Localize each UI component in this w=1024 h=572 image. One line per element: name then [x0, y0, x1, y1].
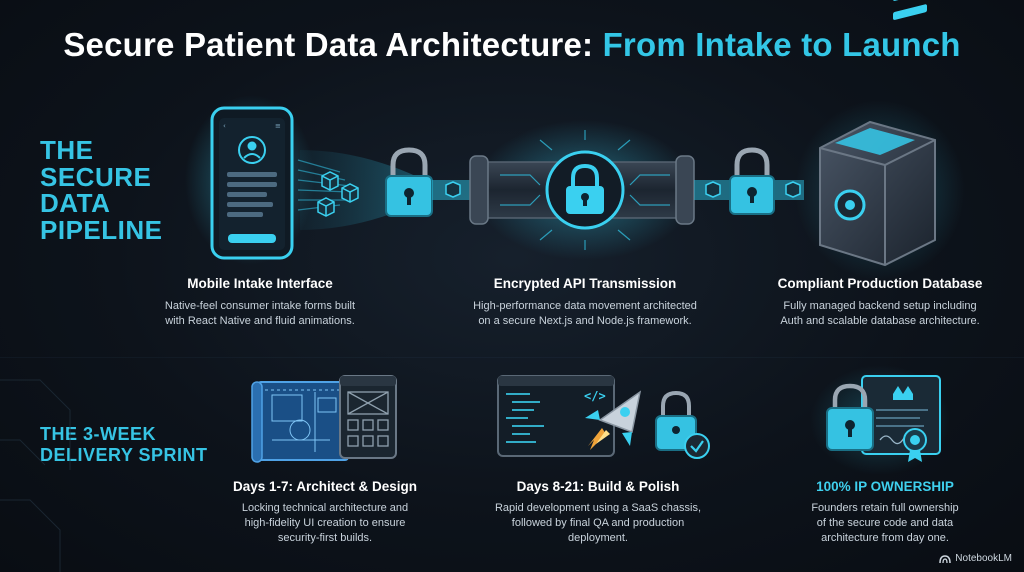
certificate-lock-icon: [810, 365, 950, 475]
mobile-phone-icon: ‹ ≡: [185, 95, 315, 265]
sprint-step-ownership: 100% IP OWNERSHIP Founders retain full o…: [775, 479, 995, 547]
step-title: Days 1-7: Architect & Design: [232, 479, 418, 494]
data-cube-icons: [317, 171, 359, 217]
page-title: Secure Patient Data Architecture: From I…: [0, 26, 1024, 64]
svg-text:≡: ≡: [275, 122, 281, 130]
step-description-line: with React Native and fluid animations.: [165, 315, 355, 328]
data-cube-icon: [445, 181, 461, 198]
step-title: Encrypted API Transmission: [493, 276, 677, 291]
step-description-line: Fully managed backend setup including: [783, 300, 977, 312]
step-description-line: on a secure Next.js and Node.js framewor…: [478, 315, 692, 328]
page-title-part1: Secure Patient Data Architecture:: [63, 26, 603, 63]
data-cube-icon: [705, 181, 721, 198]
step-description: Fully managed backend setup including Au…: [755, 299, 1005, 329]
step-title: Compliant Production Database: [777, 276, 983, 291]
sprint-step-architect: Days 1-7: Architect & Design Locking tec…: [210, 479, 440, 547]
page-title-part2: From Intake to Launch: [602, 26, 961, 63]
pipeline-step-api: Encrypted API Transmission High-performa…: [460, 276, 710, 329]
padlock-icon: [385, 147, 433, 217]
step-description-line: High-performance data movement architect…: [473, 300, 697, 312]
step-title: Days 8-21: Build & Polish: [516, 479, 680, 494]
section-divider: [0, 357, 1024, 358]
watermark: NotebookLM: [939, 553, 1012, 564]
database-cube-icon: [795, 0, 965, 280]
step-description-line: Rapid development using a SaaS chassis,: [494, 502, 702, 514]
pipeline-section-label: THE SECURE DATA PIPELINE: [40, 135, 163, 245]
watermark-text: NotebookLM: [955, 553, 1012, 564]
pipeline-step-database: Compliant Production Database Fully mana…: [755, 276, 1005, 329]
sprint-section-label: THE 3-WEEK DELIVERY SPRINT: [40, 424, 208, 465]
encrypted-pipe-icon: [469, 120, 695, 260]
step-description-line: Founders retain full ownership: [811, 502, 959, 514]
step-description-line: security-first builds.: [277, 532, 373, 545]
blueprint-icon: [251, 375, 397, 463]
circuit-decoration: [0, 379, 71, 572]
step-description: Rapid development using a SaaS chassis, …: [478, 501, 718, 547]
svg-text:</>: </>: [584, 389, 606, 403]
step-description: Locking technical architecture and high-…: [210, 501, 440, 547]
rocket-code-icon: </>: [497, 375, 710, 459]
step-description-line: high-fidelity UI creation to ensure: [244, 517, 406, 530]
svg-text:‹: ‹: [223, 122, 226, 130]
notebooklm-logo-icon: [939, 554, 952, 563]
step-description-line: followed by final QA and production: [511, 517, 685, 530]
pipeline-step-mobile: Mobile Intake Interface Native-feel cons…: [148, 276, 372, 329]
step-description-line: Locking technical architecture and: [241, 502, 409, 514]
step-description: High-performance data movement architect…: [460, 299, 710, 329]
step-description-line: of the secure code and data: [816, 517, 954, 530]
step-description-line: Native-feel consumer intake forms built: [164, 300, 356, 312]
step-description: Founders retain full ownership of the se…: [775, 501, 995, 547]
step-title: 100% IP OWNERSHIP: [816, 479, 954, 494]
step-description-line: deployment.: [568, 532, 628, 545]
step-description-line: architecture from day one.: [821, 532, 949, 545]
step-description-line: Auth and scalable database architecture.: [780, 315, 980, 328]
step-title: Mobile Intake Interface: [187, 276, 333, 291]
padlock-icon: [729, 147, 775, 215]
sprint-step-build: Days 8-21: Build & Polish Rapid developm…: [478, 479, 718, 547]
step-description: Native-feel consumer intake forms built …: [148, 299, 372, 329]
